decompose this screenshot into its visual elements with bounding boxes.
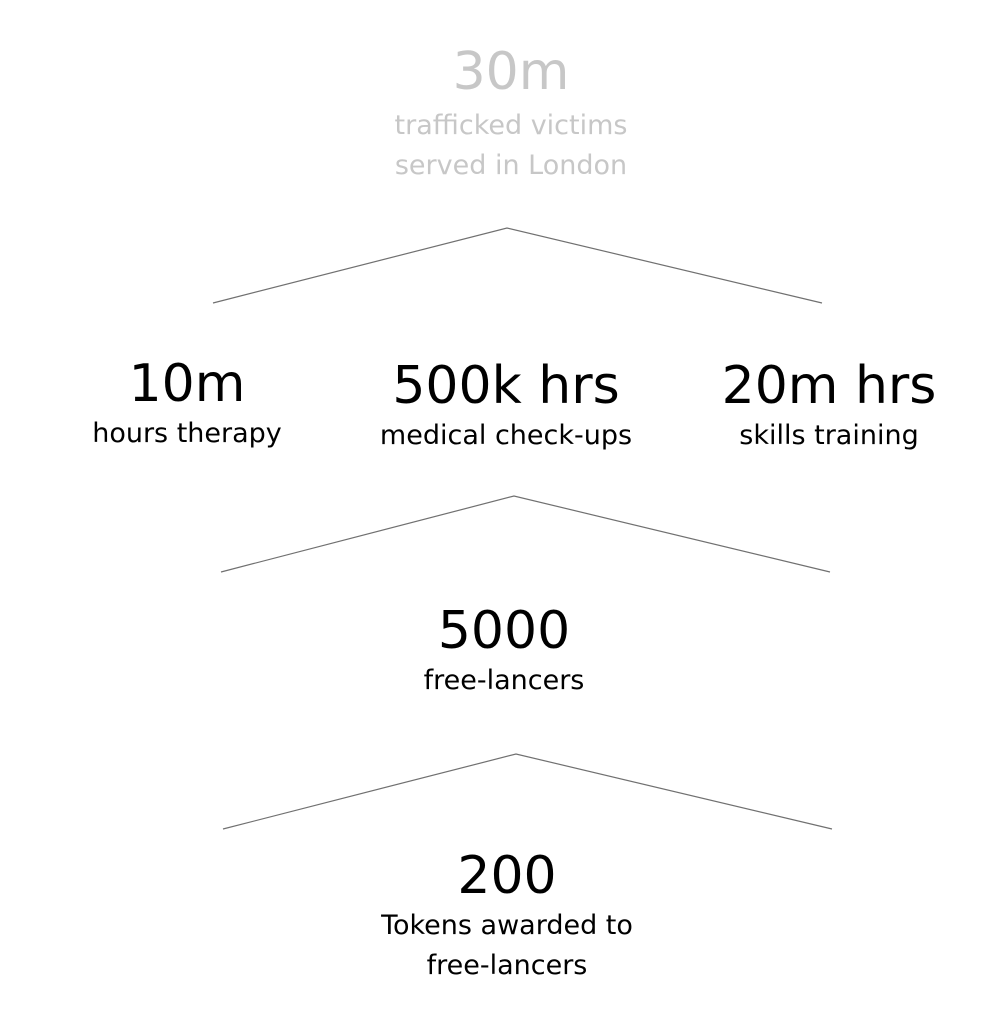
top-stat-label-line2: served in London (394, 150, 628, 181)
stat-therapy: 10m hours therapy (92, 354, 282, 454)
stat-freelancers-label: free-lancers (423, 665, 585, 696)
stat-skills-value: 20m hrs (721, 356, 937, 416)
stat-skills: 20m hrs skills training (722, 356, 937, 456)
top-stat-value: 30m (452, 42, 570, 102)
stat-therapy-label: hours therapy (92, 418, 282, 449)
stat-medical-label: medical check-ups (379, 420, 633, 451)
stat-medical-value: 500k hrs (392, 356, 620, 416)
stat-tokens-value: 200 (457, 846, 557, 906)
connector-bottom (222, 753, 833, 830)
stat-medical: 500k hrs medical check-ups (380, 356, 632, 456)
stat-tokens-label-line1: Tokens awarded to (381, 910, 633, 941)
stat-tokens: 200 Tokens awarded to free-lancers (381, 846, 633, 986)
stat-therapy-value: 10m (128, 354, 246, 414)
top-stat: 30m trafficked victims served in London (395, 42, 628, 186)
stat-freelancers: 5000 free-lancers (424, 601, 585, 701)
stat-tokens-label-line2: free-lancers (426, 950, 588, 981)
stat-skills-label: skills training (739, 420, 919, 451)
top-stat-label-line1: trafficked victims (394, 110, 628, 141)
stat-freelancers-value: 5000 (437, 601, 571, 661)
connector-top (212, 227, 823, 304)
connector-middle (220, 495, 831, 573)
